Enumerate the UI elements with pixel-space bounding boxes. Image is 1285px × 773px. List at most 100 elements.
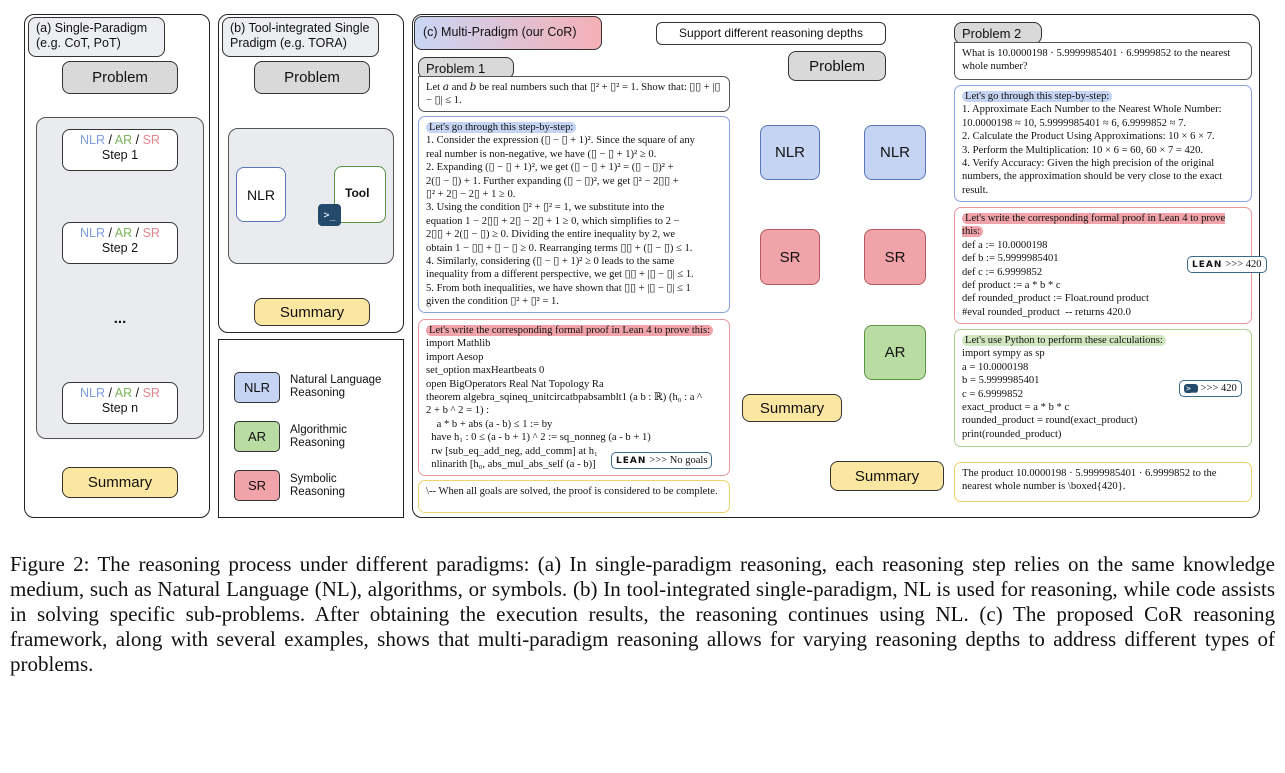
problem-1-statement: Let 𝑎 and 𝑏 be real numbers such that ▯²… [418, 76, 730, 112]
legend-ar-swatch: AR [234, 421, 280, 452]
problem-2-nl-reasoning: Let's go through this step-by-step: 1. A… [954, 85, 1252, 202]
nl-line: 3. Perform the Multiplication: 10 × 6 = … [962, 144, 1204, 156]
nl-line: 4. Verify Accuracy: Given the high preci… [962, 158, 1215, 170]
code-line: have h₁ : 0 ≤ (a - b + 1) ^ 2 := sq_nonn… [426, 432, 651, 444]
summary-node: Summary [62, 467, 178, 498]
nl-line: 3. Using the condition ▯² + ▯² = 1, we s… [426, 202, 665, 214]
tool-node: Tool [334, 166, 386, 223]
nl-line: 1. Approximate Each Number to the Neares… [962, 104, 1222, 116]
nl-line: inequality from a different perspective,… [426, 269, 694, 281]
step-paradigm-labels: NLR / AR / SR [80, 386, 160, 400]
problem-1-nl-reasoning: Let's go through this step-by-step: 1. C… [418, 116, 730, 313]
step-1-node: NLR / AR / SR Step 1 [62, 129, 178, 171]
nl-line: result. [962, 184, 989, 196]
lean-result-badge: LEAN >>> 420 [1187, 256, 1267, 273]
nl-line: ▯² + 2▯ − 2▯ + 1 ≥ 0. [426, 189, 516, 201]
summary-node-right: Summary [830, 461, 944, 491]
terminal-icon: >_ [1184, 384, 1198, 393]
nlr-node-left: NLR [760, 125, 820, 180]
code-line: print(rounded_product) [962, 428, 1062, 440]
problem-node: Problem [788, 51, 886, 81]
summary-node: Summary [254, 298, 370, 326]
nl-head: Let's go through this step-by-step: [962, 90, 1244, 103]
nl-line: equation 1 − 2▯▯ + 2▯ − 2▯ + 1 ≥ 0, whic… [426, 215, 680, 227]
code-line: def a := 10.0000198 [962, 239, 1048, 251]
code-line: b = 5.9999985401 [962, 375, 1040, 387]
nl-line: 10.0000198 ≈ 10, 5.9999985401 ≈ 6, 6.999… [962, 117, 1187, 129]
legend-nlr-label: Natural Language Reasoning [290, 374, 382, 399]
code-line: a = 10.0000198 [962, 361, 1029, 373]
code-line: nlinarith [h₀, abs_mul_abs_self (a - b)] [426, 459, 596, 471]
code-line: rounded_product = round(exact_product) [962, 415, 1138, 427]
problem-1-lean-proof: Let's write the corresponding formal pro… [418, 319, 730, 476]
sr-node-left: SR [760, 229, 820, 285]
problem-node: Problem [254, 61, 370, 94]
legend-nlr-swatch: NLR [234, 372, 280, 403]
code-line: import Mathlib [426, 338, 491, 350]
nl-line: obtain 1 − ▯▯ + ▯ − ▯ ≥ 0. Rearranging t… [426, 242, 693, 254]
code-line: def c := 6.9999852 [962, 266, 1043, 278]
step-label: Step 1 [101, 148, 139, 162]
lean-result-badge: LEAN >>> No goals [611, 452, 713, 469]
nl-line: given the condition ▯² + ▯² = 1. [426, 296, 559, 308]
nl-line: 2. Expanding (▯ − ▯ + 1)², we get (▯ − ▯… [426, 162, 674, 174]
nl-line: 2▯▯ + 2(▯ − ▯) ≥ 0. Dividing the entire … [426, 229, 676, 241]
code-line: a * b + abs (a - b) ≤ 1 := by [426, 418, 553, 430]
sr-node-right: SR [864, 229, 926, 285]
ellipsis: ... [113, 310, 127, 327]
step-paradigm-labels: NLR / AR / SR [80, 133, 160, 147]
code-line: set_option maxHeartbeats 0 [426, 365, 545, 377]
code-line: import Aesop [426, 351, 484, 363]
sr-head: Let's write the corresponding formal pro… [962, 213, 1226, 238]
lean-logo: LEAN [616, 455, 647, 466]
panel-c-tab: (c) Multi-Pradigm (our CoR) [414, 16, 602, 50]
nl-line: numbers, the approximation should be ver… [962, 171, 1223, 183]
python-result-badge: >_ >>> 420 [1179, 380, 1242, 397]
figure-caption: Figure 2: The reasoning process under di… [10, 552, 1275, 676]
problem-1-tab: Problem 1 [418, 57, 514, 79]
nl-line: 5. From both inequalities, we have shown… [426, 282, 691, 294]
problem-node: Problem [62, 61, 178, 94]
problem-2-statement: What is 10.0000198 · 5.9999985401 · 6.99… [954, 42, 1252, 80]
panel-b-tab: (b) Tool-integrated Single Pradigm (e.g.… [222, 17, 379, 57]
summary-node-left: Summary [742, 394, 842, 422]
panel-a-tab: (a) Single-Paradigm (e.g. CoT, PoT) [28, 17, 165, 57]
code-line: import sympy as sp [962, 348, 1045, 360]
step-paradigm-labels: NLR / AR / SR [80, 226, 160, 240]
sr-head: Let's write the corresponding formal pro… [426, 324, 722, 337]
code-line: c = 6.9999852 [962, 388, 1023, 400]
nl-line: 1. Consider the expression (▯ − ▯ + 1)².… [426, 135, 695, 147]
problem-2-summary-text: The product 10.0000198 · 5.9999985401 · … [954, 462, 1252, 502]
step-2-node: NLR / AR / SR Step 2 [62, 222, 178, 264]
code-line: #eval rounded_product -- returns 420.0 [962, 306, 1131, 318]
nl-line: real number is non-negative, we have (▯ … [426, 148, 657, 160]
problem-1-summary-text: \-- When all goals are solved, the proof… [418, 480, 730, 513]
code-line: def rounded_product := Float.round produ… [962, 293, 1149, 305]
nl-head: Let's go through this step-by-step: [426, 121, 722, 134]
tool-label: Tool [345, 186, 370, 200]
ar-node: AR [864, 325, 926, 380]
step-label: Step n [101, 401, 139, 415]
code-line: 2 + b ^ 2 = 1) : [426, 405, 490, 417]
depth-callout: Support different reasoning depths [656, 22, 886, 45]
code-line: exact_product = a * b * c [962, 402, 1070, 414]
step-label: Step 2 [101, 241, 139, 255]
code-line: def product := a * b * c [962, 280, 1061, 292]
terminal-icon: >_ [318, 204, 341, 226]
nlr-node: NLR [236, 167, 286, 222]
code-line: rw [sub_eq_add_neg, add_comm] at h₁ [426, 445, 598, 457]
code-line: open BigOperators Real Nat Topology Ra [426, 378, 604, 390]
ar-head: Let's use Python to perform these calcul… [962, 334, 1244, 347]
legend-sr-label: Symbolic Reasoning [290, 473, 345, 498]
step-n-node: NLR / AR / SR Step n [62, 382, 178, 424]
nlr-node-right: NLR [864, 125, 926, 180]
legend-sr-swatch: SR [234, 470, 280, 501]
nl-line: 4. Similarly, considering (▯ − ▯ + 1)² ≥… [426, 256, 675, 268]
legend-ar-label: Algorithmic Reasoning [290, 424, 347, 449]
code-line: def b := 5.9999985401 [962, 253, 1059, 265]
nl-line: 2. Calculate the Product Using Approxima… [962, 131, 1215, 143]
code-line: theorem algebra_sqineq_unitcircatbpabsam… [426, 392, 703, 404]
nl-line: 2(▯ − ▯) + 1. Further expanding (▯ − ▯)²… [426, 175, 679, 187]
problem-2-tab: Problem 2 [954, 22, 1042, 44]
lean-logo: LEAN [1192, 259, 1223, 270]
